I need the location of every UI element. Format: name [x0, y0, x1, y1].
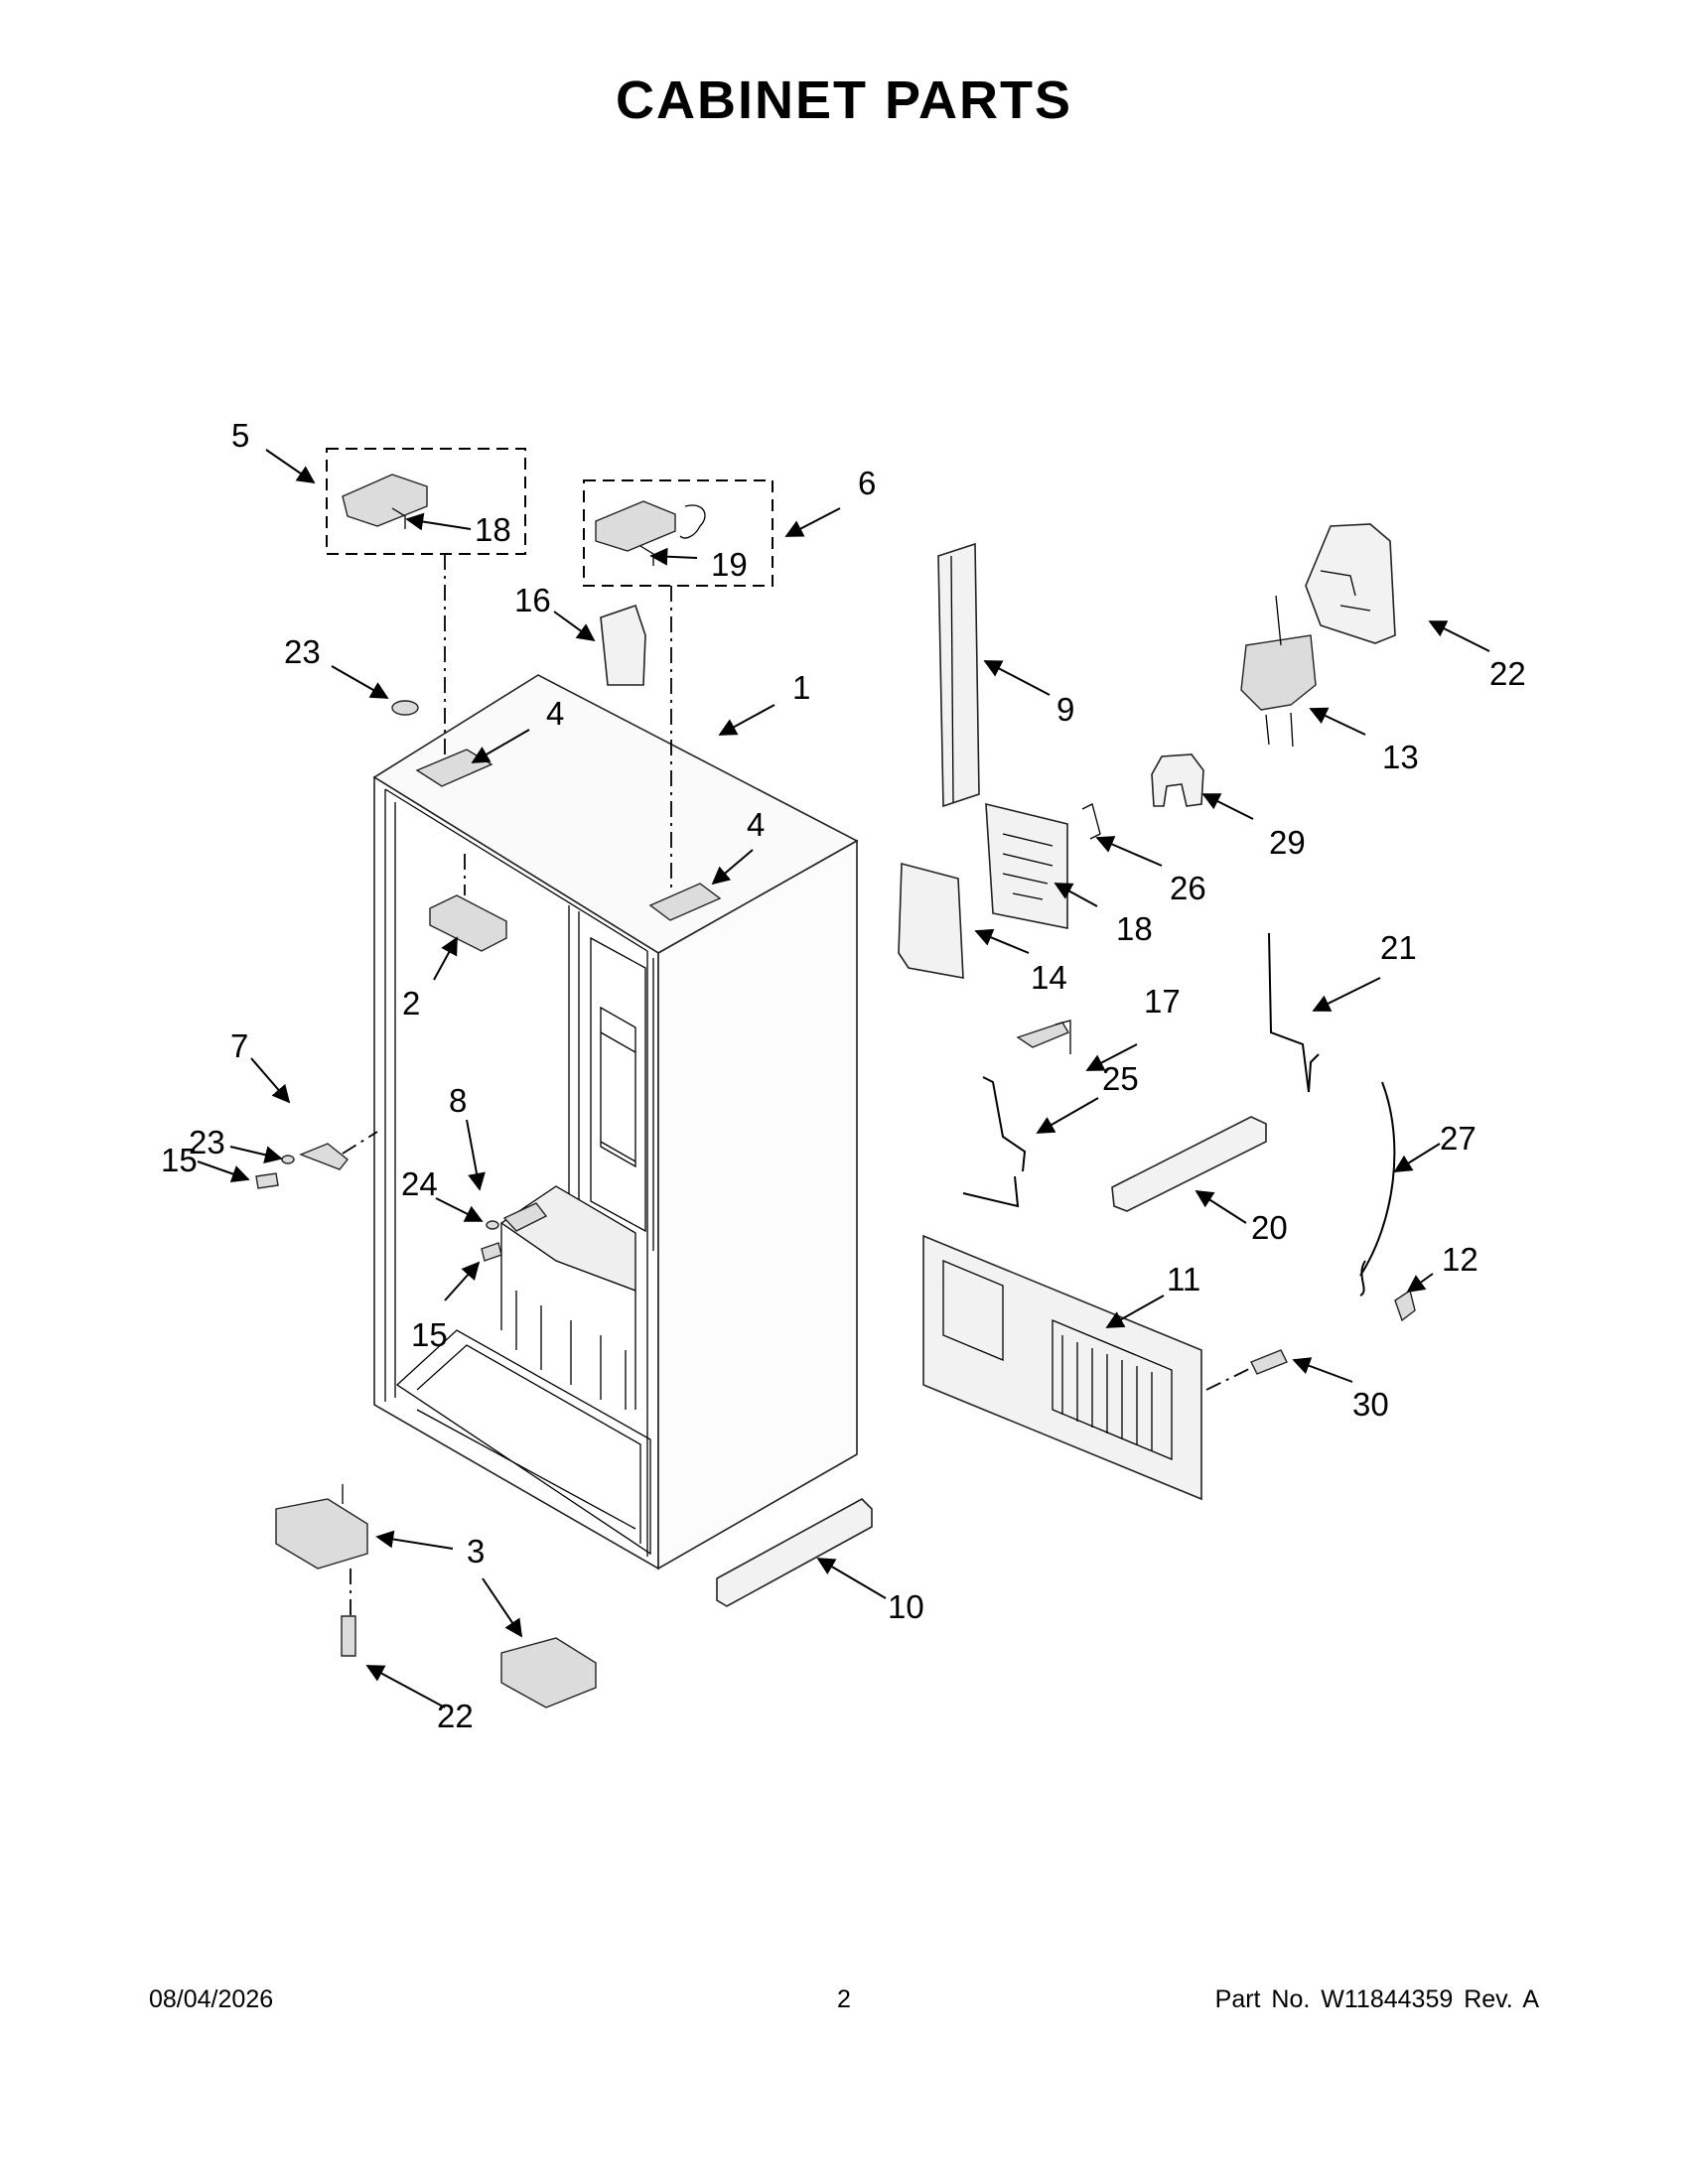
- callout-8: 8: [449, 1082, 467, 1119]
- footer-date: 08/04/2026: [149, 1985, 274, 2013]
- callout-4a: 4: [546, 695, 564, 732]
- callout-23a: 23: [189, 1124, 225, 1160]
- shelf-bracket-part: [429, 894, 507, 952]
- callout-21: 21: [1380, 929, 1417, 966]
- callout-5: 5: [231, 417, 249, 454]
- hinge-cap-part: [600, 604, 646, 686]
- hinge-cover-left-part: [342, 474, 428, 527]
- screw-bottom-part: [341, 1615, 356, 1657]
- callout-9: 9: [1056, 691, 1074, 728]
- callout-13: 13: [1382, 739, 1419, 775]
- center-hinge-upper-part: [299, 1143, 349, 1170]
- page-title: CABINET PARTS: [615, 70, 1072, 130]
- callout-6: 6: [858, 465, 876, 501]
- callout-28: 27: [1440, 1120, 1477, 1157]
- callout-10: 10: [888, 1588, 924, 1625]
- callout-19: 18: [1116, 910, 1153, 947]
- spacer-center-part: [486, 1220, 499, 1230]
- screw-right-part: [1250, 1349, 1288, 1375]
- callout-18b: 19: [711, 546, 748, 583]
- lower-hinge-right-part: [500, 1637, 597, 1708]
- harness-part: [962, 1076, 1027, 1208]
- plug-part: [391, 700, 419, 716]
- tube-part: [1268, 932, 1320, 1093]
- spacer-left-part: [281, 1155, 295, 1164]
- callout-17: 17: [1144, 983, 1181, 1020]
- callout-30: 30: [1352, 1386, 1389, 1423]
- screw-left-part: [255, 1172, 279, 1189]
- grille-part: [1111, 1116, 1267, 1212]
- leader-lines: [197, 449, 1490, 1708]
- callout-22: 22: [1489, 655, 1526, 692]
- callout-16: 16: [514, 582, 551, 618]
- mullion-part: [937, 542, 980, 808]
- retainer-clip-part: [1081, 803, 1101, 840]
- callout-14: 14: [1031, 959, 1067, 996]
- callout-25-value: 22: [437, 1698, 474, 1734]
- callout-7: 7: [230, 1027, 248, 1064]
- callout-2: 2: [402, 985, 420, 1022]
- toe-grille-part: [716, 1498, 873, 1607]
- callout-labels: 5 18 6 19 16 23 1 4 4 2 9 22 13 29 26 18…: [161, 417, 1526, 1625]
- callout-27: 26: [1170, 870, 1206, 906]
- callout-29: 29: [1269, 824, 1306, 861]
- footer-page-number: 2: [837, 1985, 851, 2013]
- lower-hinge-left-part: [275, 1498, 368, 1570]
- water-valve-part: [1240, 634, 1317, 711]
- callout-11: 11: [1167, 1261, 1200, 1297]
- access-panel-part: [898, 862, 964, 979]
- callout-15a: 15: [161, 1142, 198, 1178]
- hinge-cover-right-part: [595, 500, 676, 552]
- callout-24: 23: [284, 633, 321, 670]
- clamp-part: [1394, 1289, 1416, 1322]
- center-hinge-lower-part: [502, 1202, 548, 1232]
- footer-part-number: Part No. W11844359 Rev. A: [1214, 1985, 1539, 2013]
- callout-1: 1: [792, 669, 810, 706]
- callout-12: 12: [1442, 1241, 1478, 1278]
- screw-center-part: [481, 1242, 502, 1262]
- callout-26: 25: [1102, 1060, 1139, 1097]
- callout-18a: 18: [475, 511, 511, 548]
- control-board-part: [985, 802, 1068, 929]
- wire-part: [1359, 1081, 1396, 1297]
- callout-15b: 15: [411, 1316, 448, 1353]
- callout-4b: 4: [747, 806, 765, 843]
- cabinet-part: [372, 674, 859, 1570]
- callout-3: 3: [467, 1533, 485, 1570]
- valve-bracket-part: [1305, 523, 1396, 644]
- clip-part: [1151, 753, 1204, 807]
- fitting-part: [1016, 1022, 1070, 1048]
- callout-23b: 24: [401, 1165, 438, 1202]
- callout-20: 20: [1251, 1209, 1288, 1246]
